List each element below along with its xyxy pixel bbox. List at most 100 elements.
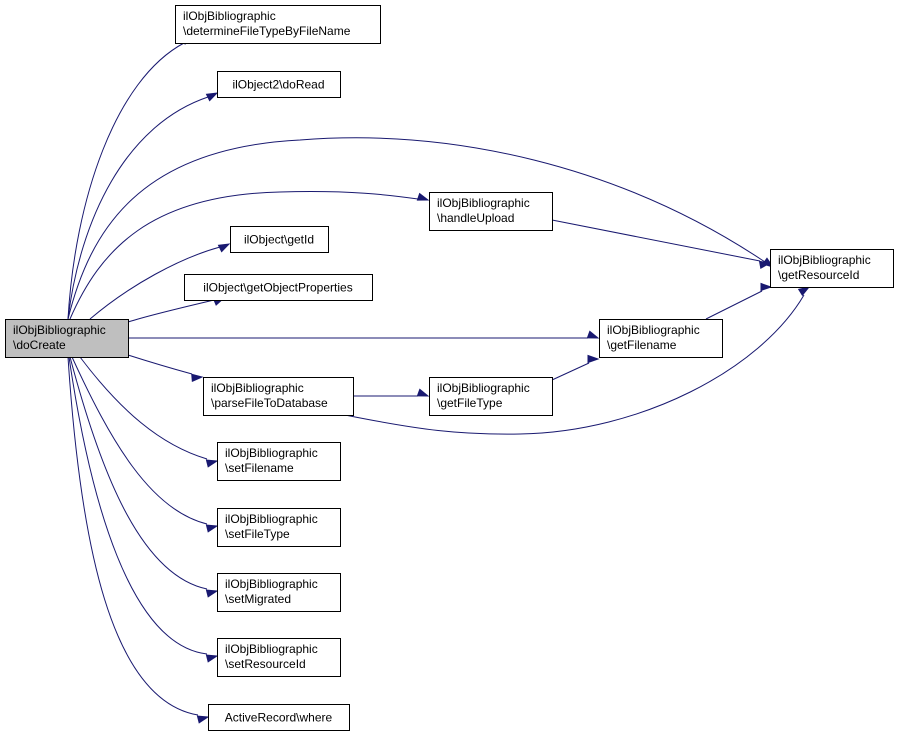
node-getResourceId[interactable]: ilObjBibliographic\getResourceId bbox=[770, 249, 894, 288]
edge-line bbox=[69, 191, 419, 320]
edge-line bbox=[71, 356, 208, 525]
arrowhead-icon bbox=[191, 373, 204, 383]
node-label: \parseFileToDatabase bbox=[211, 396, 328, 410]
arrowhead-icon bbox=[205, 92, 219, 102]
node-box[interactable] bbox=[599, 319, 723, 358]
nodes-layer: ilObjBibliographic\doCreateilObjBibliogr… bbox=[5, 5, 894, 731]
arrowhead-icon bbox=[196, 715, 210, 724]
node-box[interactable] bbox=[217, 71, 341, 98]
node-label: ilObject2\doRead bbox=[232, 78, 324, 92]
edge-line bbox=[89, 246, 221, 320]
node-box[interactable] bbox=[217, 638, 341, 677]
node-box[interactable] bbox=[184, 274, 373, 301]
edge-line bbox=[127, 354, 193, 375]
node-box[interactable] bbox=[770, 249, 894, 288]
edge-doCreate-to-getFilename bbox=[128, 330, 600, 339]
arrowhead-icon bbox=[205, 589, 219, 598]
arrowhead-icon bbox=[217, 243, 231, 253]
node-getFileType[interactable]: ilObjBibliographic\getFileType bbox=[429, 377, 553, 416]
node-label: \getFileType bbox=[437, 396, 503, 410]
node-box[interactable] bbox=[217, 508, 341, 547]
node-where[interactable]: ActiveRecord\where bbox=[208, 704, 350, 731]
node-doCreate[interactable]: ilObjBibliographic\doCreate bbox=[5, 319, 129, 358]
node-setMigrated[interactable]: ilObjBibliographic\setMigrated bbox=[217, 573, 341, 612]
node-parseFileToDatabase[interactable]: ilObjBibliographic\parseFileToDatabase bbox=[203, 377, 354, 416]
edge-doCreate-to-setMigrated bbox=[69, 356, 219, 598]
node-label: \setMigrated bbox=[225, 592, 291, 606]
edge-doCreate-to-getObjectProperties bbox=[127, 297, 226, 323]
node-getId[interactable]: ilObject\getId bbox=[230, 226, 329, 253]
node-label: ilObjBibliographic bbox=[225, 642, 318, 656]
node-label: ilObjBibliographic bbox=[437, 196, 530, 210]
node-box[interactable] bbox=[217, 442, 341, 481]
edge-line bbox=[551, 362, 590, 381]
edge-handleUpload-to-getResourceId bbox=[551, 219, 772, 270]
edge-line bbox=[67, 356, 199, 716]
edge-line bbox=[705, 290, 763, 320]
edge-line bbox=[127, 299, 215, 323]
node-label: \setResourceId bbox=[225, 657, 306, 671]
edge-doCreate-to-where bbox=[67, 356, 210, 724]
node-doRead[interactable]: ilObject2\doRead bbox=[217, 71, 341, 98]
node-determineFileTypeByFileName[interactable]: ilObjBibliographic\determineFileTypeByFi… bbox=[175, 5, 381, 44]
node-label: ilObject\getObjectProperties bbox=[203, 281, 352, 295]
edge-line bbox=[67, 42, 185, 320]
node-setFileType[interactable]: ilObjBibliographic\setFileType bbox=[217, 508, 341, 547]
edge-doCreate-to-parseFileToDatabase bbox=[127, 354, 204, 383]
node-label: ilObjBibliographic bbox=[437, 381, 530, 395]
node-label: \determineFileTypeByFileName bbox=[183, 24, 351, 38]
node-box[interactable] bbox=[5, 319, 129, 358]
edge-line bbox=[79, 356, 208, 460]
node-label: \doCreate bbox=[13, 338, 66, 352]
edge-parseFileToDatabase-to-getResourceId bbox=[344, 286, 811, 435]
edge-line bbox=[69, 356, 208, 590]
node-label: \setFilename bbox=[225, 461, 294, 475]
edge-parseFileToDatabase-to-getFileType bbox=[353, 388, 430, 397]
edge-line bbox=[68, 356, 208, 655]
node-label: ilObjBibliographic bbox=[607, 323, 700, 337]
edge-line bbox=[67, 137, 766, 320]
arrowhead-icon bbox=[760, 282, 773, 292]
node-setResourceId[interactable]: ilObjBibliographic\setResourceId bbox=[217, 638, 341, 677]
arrowhead-icon bbox=[586, 330, 600, 339]
node-box[interactable] bbox=[208, 704, 350, 731]
edge-doCreate-to-handleUpload bbox=[69, 191, 430, 320]
node-box[interactable] bbox=[203, 377, 354, 416]
edge-doCreate-to-doRead bbox=[67, 92, 219, 320]
node-setFilename[interactable]: ilObjBibliographic\setFilename bbox=[217, 442, 341, 481]
node-box[interactable] bbox=[175, 5, 381, 44]
arrowhead-icon bbox=[205, 524, 219, 533]
node-label: \handleUpload bbox=[437, 211, 514, 225]
node-box[interactable] bbox=[217, 573, 341, 612]
node-handleUpload[interactable]: ilObjBibliographic\handleUpload bbox=[429, 192, 553, 231]
node-label: \setFileType bbox=[225, 527, 290, 541]
node-label: ilObjBibliographic bbox=[225, 446, 318, 460]
node-label: ActiveRecord\where bbox=[225, 711, 333, 725]
edge-doCreate-to-setFilename bbox=[79, 356, 219, 468]
node-label: ilObjBibliographic bbox=[183, 9, 276, 23]
edges-layer bbox=[67, 36, 811, 724]
node-label: ilObjBibliographic bbox=[13, 323, 106, 337]
edge-line bbox=[67, 96, 209, 320]
edge-getFileType-to-getFilename bbox=[551, 354, 600, 381]
node-box[interactable] bbox=[230, 226, 329, 253]
node-label: \getResourceId bbox=[778, 268, 859, 282]
arrowhead-icon bbox=[205, 654, 219, 663]
arrowhead-icon bbox=[416, 388, 430, 397]
node-label: ilObjBibliographic bbox=[778, 253, 871, 267]
edge-doCreate-to-setFileType bbox=[71, 356, 219, 533]
edge-getFilename-to-getResourceId bbox=[705, 282, 773, 320]
node-box[interactable] bbox=[429, 377, 553, 416]
edge-doCreate-to-getResourceId bbox=[67, 137, 775, 320]
node-label: ilObject\getId bbox=[244, 233, 314, 247]
node-box[interactable] bbox=[429, 192, 553, 231]
node-getFilename[interactable]: ilObjBibliographic\getFilename bbox=[599, 319, 723, 358]
arrowhead-icon bbox=[416, 192, 430, 201]
edge-doCreate-to-getId bbox=[89, 243, 231, 320]
node-getObjectProperties[interactable]: ilObject\getObjectProperties bbox=[184, 274, 373, 301]
edge-doCreate-to-setResourceId bbox=[68, 356, 219, 663]
arrowhead-icon bbox=[797, 286, 811, 297]
arrowhead-icon bbox=[205, 459, 219, 468]
edge-doCreate-to-determineFileTypeByFileName bbox=[67, 36, 195, 320]
